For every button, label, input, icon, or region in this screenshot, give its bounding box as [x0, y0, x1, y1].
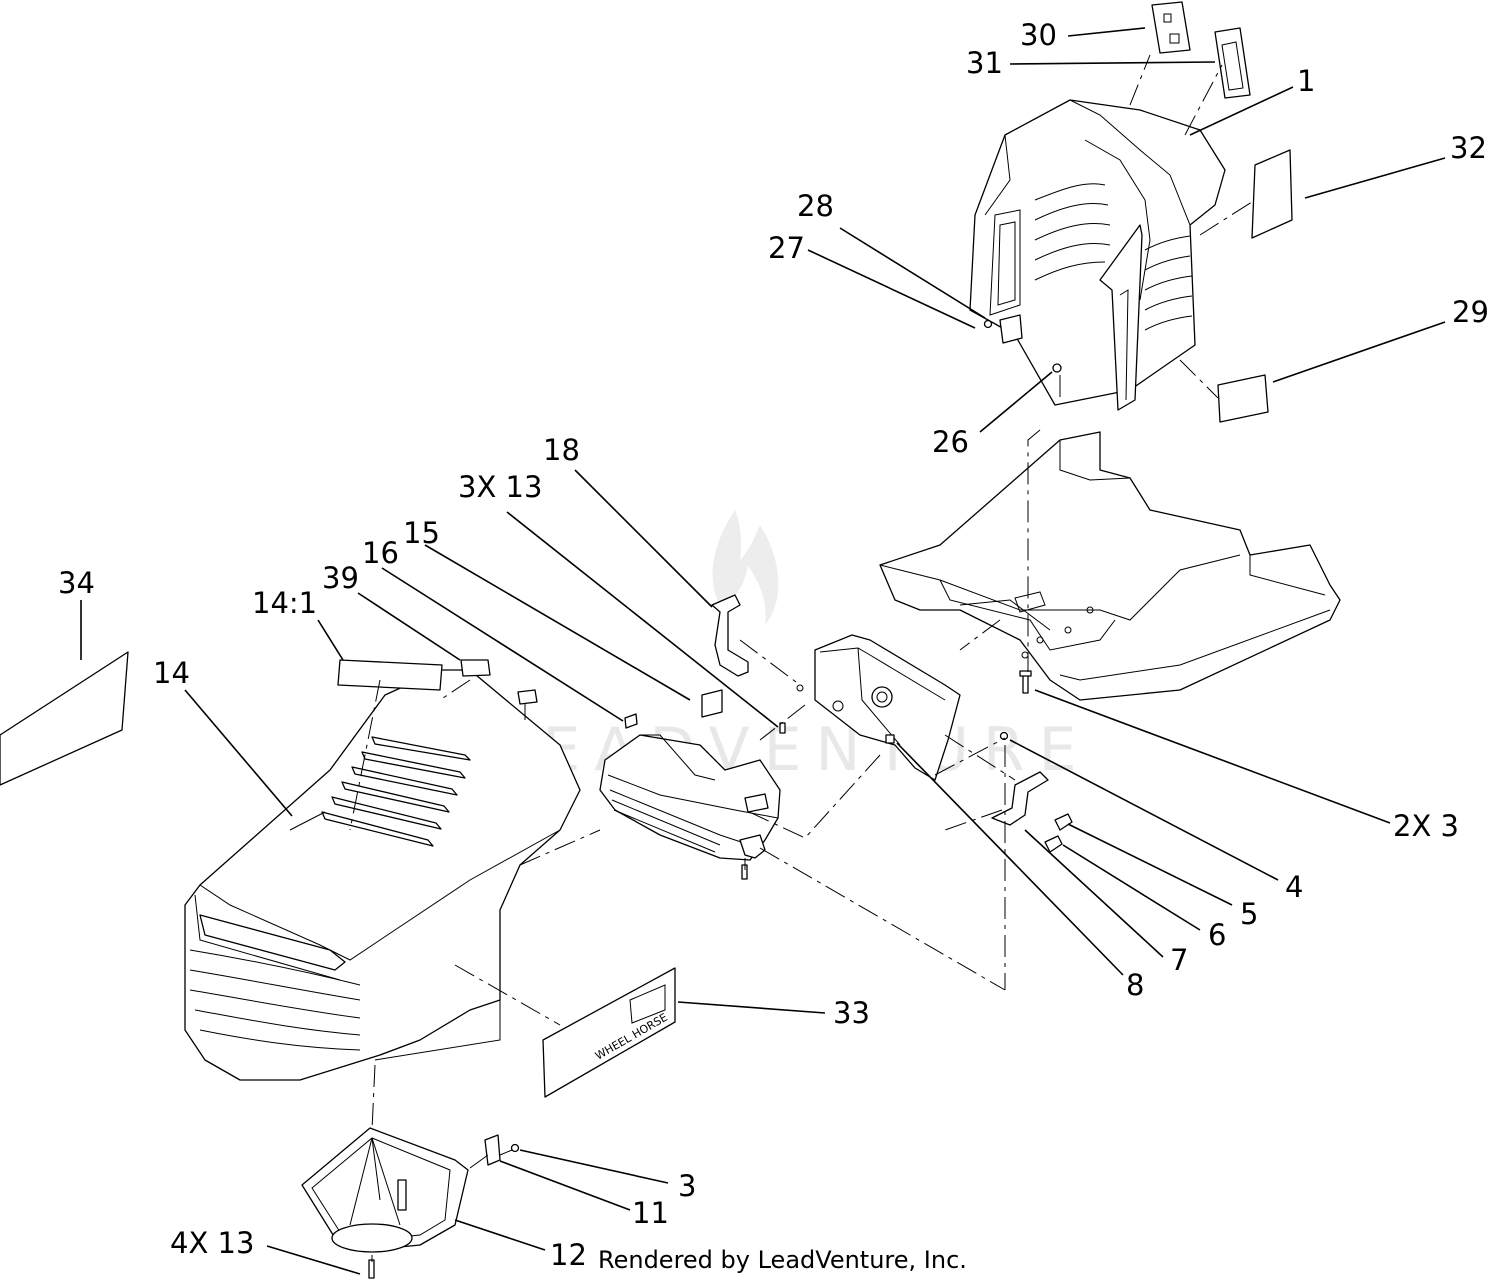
callout-18: 18	[543, 433, 580, 467]
callout-14: 14	[153, 656, 190, 690]
bolt-3-upper	[1019, 670, 1032, 694]
watermark-flame-icon	[712, 510, 779, 625]
callout-1: 1	[1297, 64, 1315, 98]
decal-29	[1217, 374, 1269, 423]
callout-2x3: 2X 3	[1393, 809, 1459, 843]
washer-27	[983, 319, 993, 329]
decal-30	[1151, 1, 1191, 54]
decal-15	[701, 689, 723, 718]
bracket-11	[484, 1134, 501, 1166]
clip-16	[624, 713, 638, 729]
callout-32: 32	[1450, 131, 1487, 165]
part-base-bucket	[301, 1127, 520, 1279]
decal-33: WHEEL HORSE	[542, 967, 676, 1098]
assembly-center-lines	[349, 54, 1256, 1262]
part-bracket-18	[711, 594, 749, 677]
part-hood	[184, 659, 581, 1081]
hood-clip	[517, 689, 538, 705]
callout-11: 11	[632, 1196, 669, 1230]
callout-12: 12	[550, 1238, 587, 1272]
callout-6: 6	[1208, 918, 1226, 952]
part-footrest-running-board	[879, 431, 1341, 701]
callout-3: 3	[678, 1169, 696, 1203]
callout-14-1: 14:1	[252, 586, 317, 620]
callout-31: 31	[966, 46, 1003, 80]
nut-26	[1052, 363, 1062, 373]
bolt-5	[1054, 813, 1073, 831]
part-fender-seat-pan	[969, 99, 1226, 411]
callout-4: 4	[1285, 870, 1303, 904]
callout-4x13: 4X 13	[170, 1226, 254, 1260]
hood-top-vents	[289, 736, 471, 847]
part-bracket-7	[991, 731, 1073, 853]
screw-13-lower	[368, 1259, 375, 1279]
hood-side-grille	[189, 949, 361, 1051]
watermark-text: LEADVENTURE	[495, 715, 1091, 785]
callout-3x13: 3X 13	[458, 470, 542, 504]
fender-clip	[999, 314, 1023, 344]
callout-26: 26	[932, 425, 969, 459]
callout-29: 29	[1452, 295, 1489, 329]
callout-7: 7	[1170, 943, 1188, 977]
leader-lines	[80, 27, 1446, 1275]
callout-33: 33	[833, 996, 870, 1030]
callout-34: 34	[58, 566, 95, 600]
bolt-6	[1044, 835, 1063, 853]
part-steering-support	[796, 634, 961, 781]
callout-labels: 30 31 1 32 28 27 29 26 18 3X 13 15 16 39…	[58, 18, 1489, 1272]
callout-28: 28	[797, 189, 834, 223]
screw-3-lower	[510, 1143, 520, 1153]
decal-32	[1251, 149, 1293, 239]
screw-13-steering	[779, 722, 786, 734]
part-dash-console	[599, 689, 786, 880]
callout-8: 8	[1126, 968, 1144, 1002]
decal-34	[0, 651, 129, 786]
callout-15: 15	[403, 516, 440, 550]
nut-4	[999, 731, 1009, 741]
decal-31	[1214, 27, 1251, 99]
callout-39: 39	[322, 561, 359, 595]
decals-top	[1151, 1, 1293, 423]
watermark: LEADVENTURE	[495, 510, 1091, 785]
decal-14-1	[337, 659, 443, 691]
fender-vent-slots	[1034, 183, 1193, 331]
callout-5: 5	[1240, 897, 1258, 931]
callout-27: 27	[768, 231, 805, 265]
decal-39	[460, 659, 491, 677]
callout-30: 30	[1020, 18, 1057, 52]
render-credit: Rendered by LeadVenture, Inc.	[598, 1246, 967, 1274]
callout-16: 16	[362, 536, 399, 570]
